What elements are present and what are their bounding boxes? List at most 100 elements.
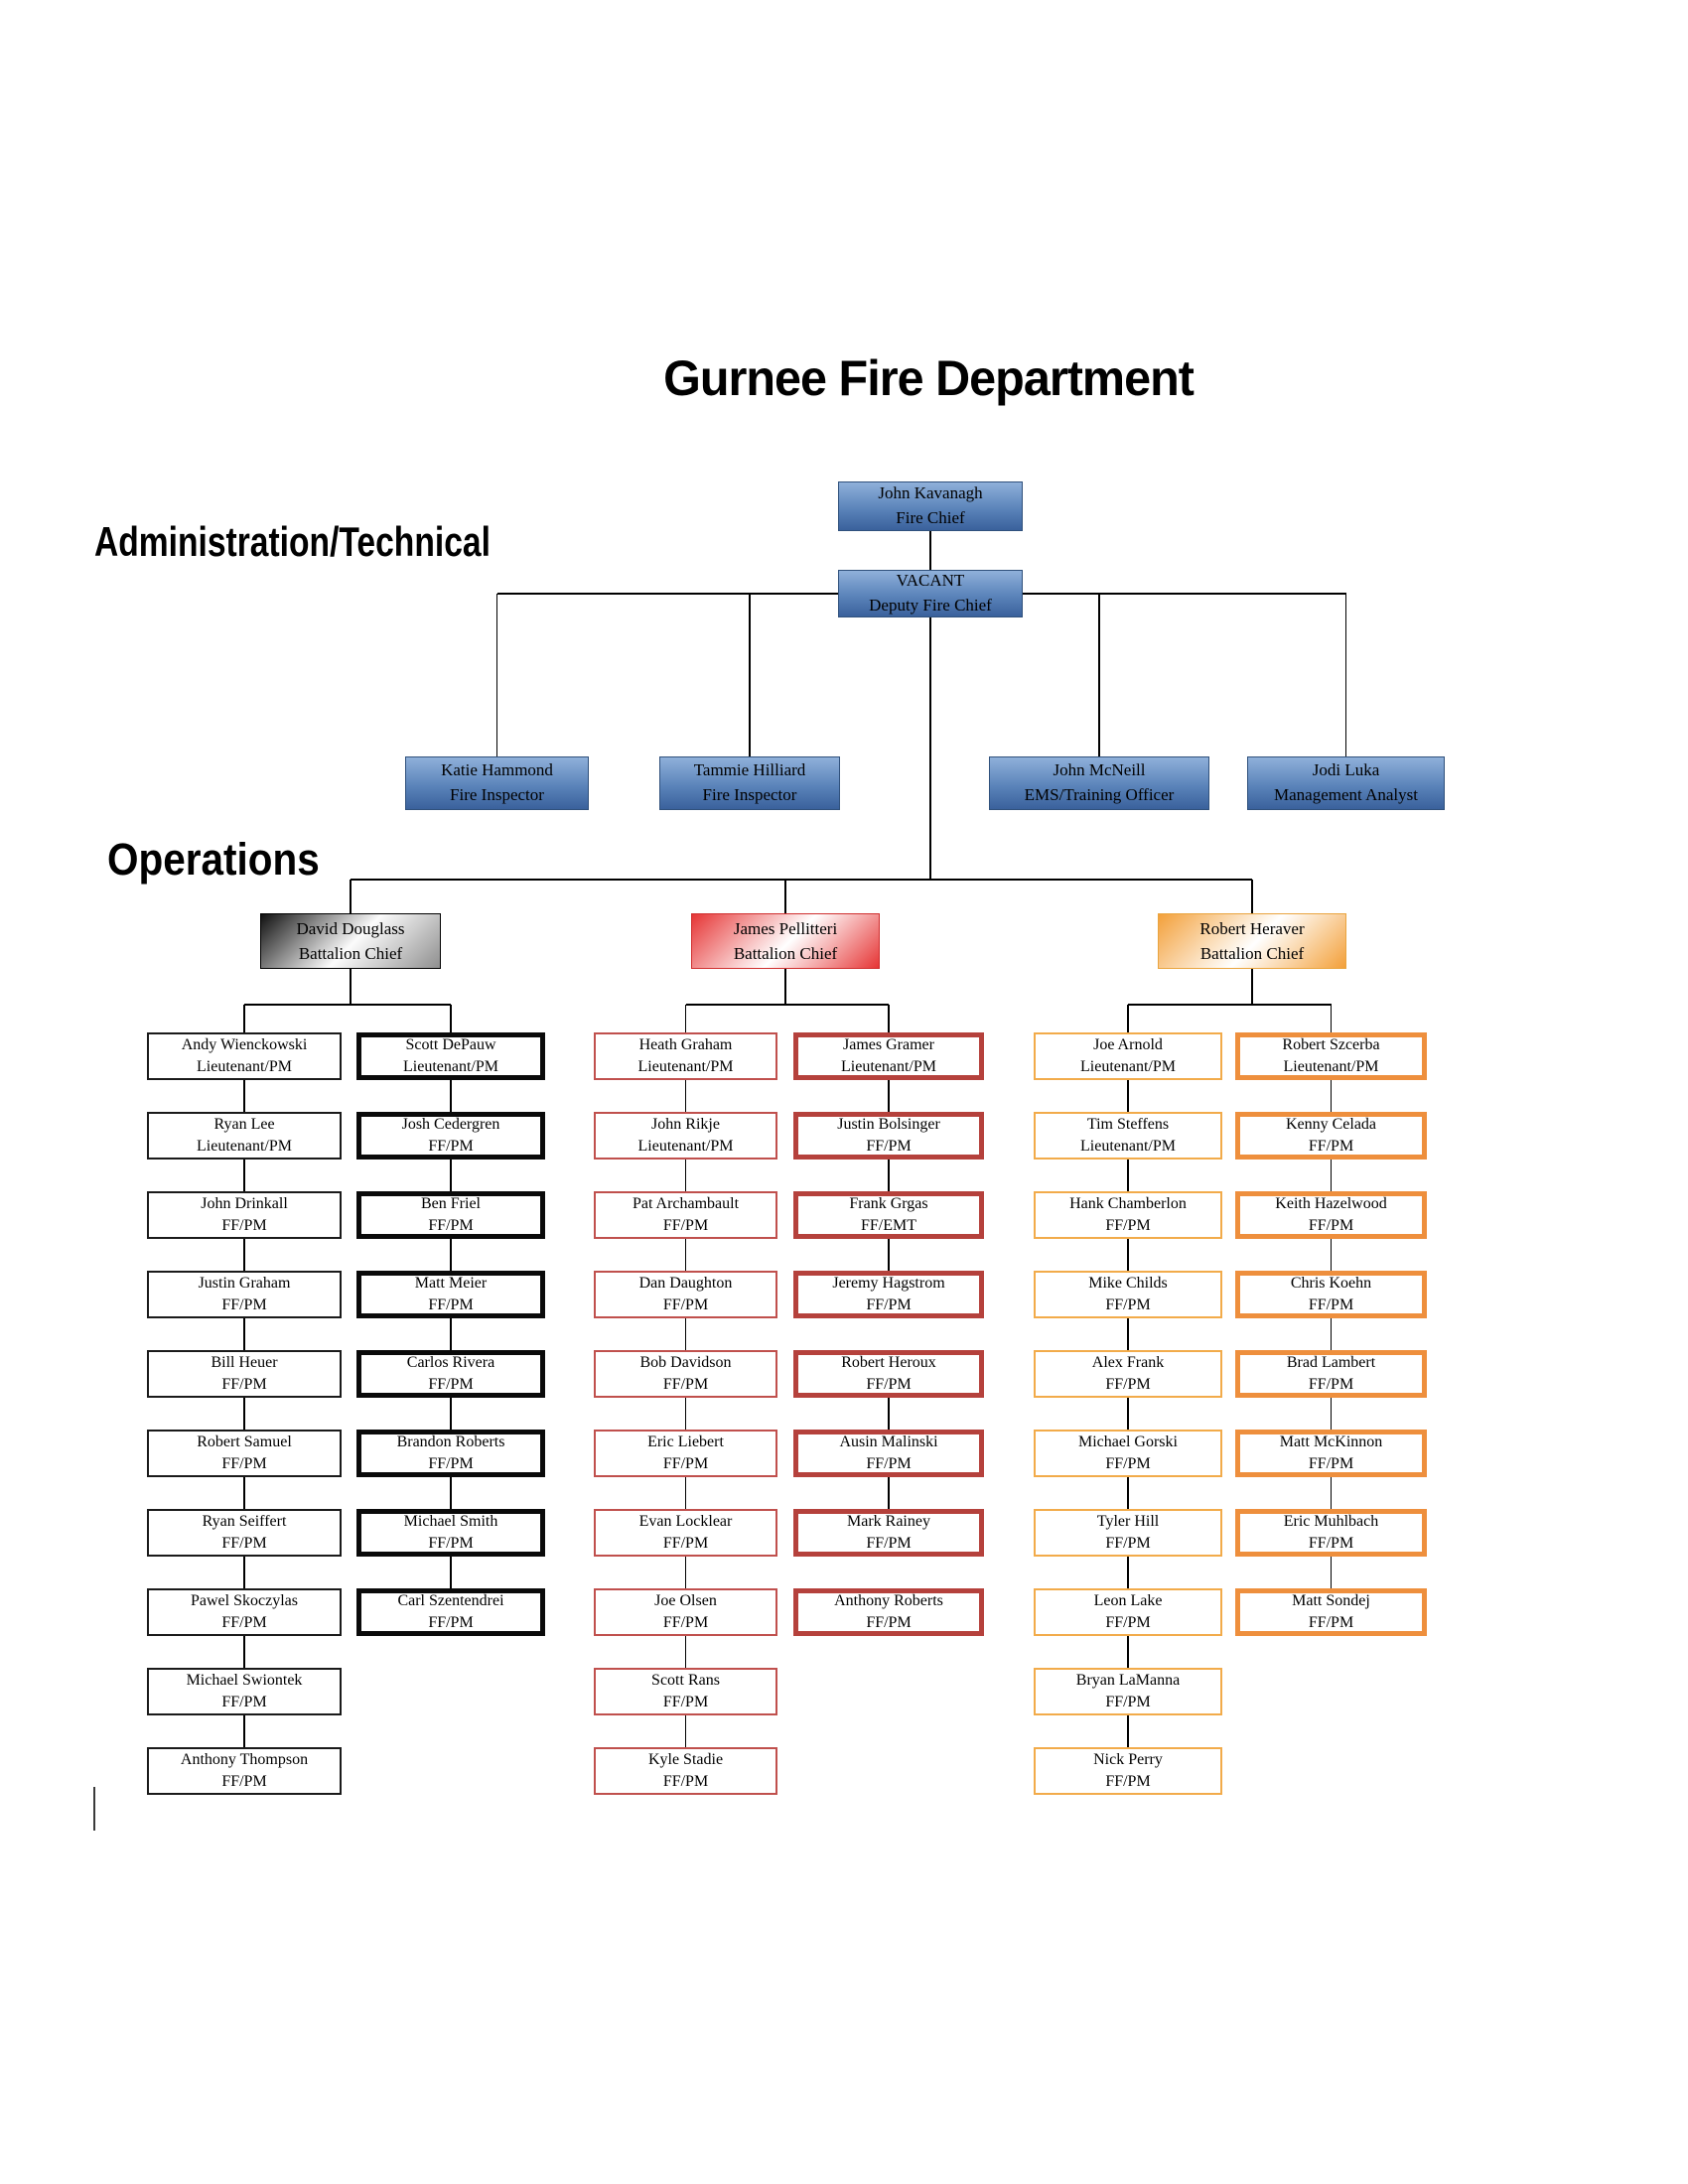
person-name: Michael Swiontek (186, 1671, 303, 1689)
connector-line (350, 880, 352, 913)
connector-line (450, 1239, 452, 1271)
person-name: Frank Grgas (849, 1194, 928, 1212)
connector-line (1330, 1160, 1333, 1191)
person-name: Jodi Luka (1312, 760, 1380, 780)
person-role: Battalion Chief (733, 944, 838, 963)
person-name: Bill Heuer (211, 1353, 278, 1371)
connector-line (784, 880, 786, 913)
person-role: Lieutenant/PM (637, 1058, 734, 1075)
person-name: Robert Samuel (197, 1433, 292, 1450)
person-role: FF/PM (221, 1535, 267, 1552)
person-name: Brad Lambert (1286, 1353, 1376, 1371)
connector-line (888, 1005, 890, 1032)
person-role: FF/PM (221, 1614, 267, 1631)
connector-line (1344, 594, 1347, 756)
person-role: FF/EMT (860, 1217, 916, 1234)
person-name: Matt McKinnon (1279, 1433, 1383, 1450)
connector-line (351, 879, 1252, 881)
person-role: Lieutenant/PM (197, 1138, 292, 1155)
connector-line (1127, 1160, 1129, 1191)
connector-line (1330, 1318, 1333, 1350)
connector-line (684, 1318, 687, 1350)
connector-line (684, 1160, 687, 1191)
connector-line (450, 1005, 452, 1032)
person-name: Tim Steffens (1086, 1115, 1170, 1133)
person-role: Lieutenant/PM (197, 1058, 292, 1075)
connector-line (888, 1080, 890, 1112)
page-title: Gurnee Fire Department (663, 350, 1195, 406)
connector-line (1127, 1239, 1129, 1271)
person-name: Dan Daughton (638, 1274, 733, 1292)
person-role: FF/PM (662, 1297, 709, 1313)
connector-line (450, 1160, 452, 1191)
connector-line (243, 1477, 245, 1509)
person-role: FF/PM (1308, 1535, 1354, 1552)
person-role: FF/PM (221, 1297, 267, 1313)
connector-line (888, 1398, 890, 1430)
person-role: Battalion Chief (1199, 944, 1305, 963)
person-name: Keith Hazelwood (1275, 1194, 1387, 1212)
person-name: Eric Muhlbach (1283, 1512, 1379, 1530)
person-role: EMS/Training Officer (1024, 785, 1175, 804)
person-role: FF/PM (221, 1455, 267, 1472)
person-name: James Pellitteri (733, 918, 838, 938)
person-role: FF/PM (1308, 1614, 1354, 1631)
person-role: FF/PM (662, 1376, 709, 1393)
person-name: John Kavanagh (878, 483, 983, 503)
person-role: Lieutenant/PM (1080, 1058, 1176, 1075)
person-name: Josh Cedergren (401, 1115, 500, 1133)
connector-line (1127, 1080, 1129, 1112)
connector-line (1127, 1715, 1129, 1747)
person-role: Management Analyst (1274, 785, 1418, 804)
person-name: Ryan Lee (213, 1115, 275, 1133)
person-name: Pawel Skoczylas (191, 1591, 298, 1609)
person-name: Robert Heraver (1199, 918, 1305, 938)
person-name: James Gramer (843, 1035, 934, 1053)
person-role: FF/PM (1105, 1614, 1151, 1631)
person-role: FF/PM (221, 1217, 267, 1234)
person-role: Lieutenant/PM (1283, 1058, 1379, 1075)
connector-line (749, 594, 751, 756)
connector-line (1330, 1239, 1333, 1271)
person-role: Lieutenant/PM (637, 1138, 734, 1155)
connector-line (1330, 1557, 1333, 1588)
person-role: Lieutenant/PM (403, 1058, 498, 1075)
connector-line (450, 1398, 452, 1430)
stray-cursor-mark (93, 1787, 95, 1831)
person-name: Nick Perry (1093, 1750, 1163, 1768)
person-role: FF/PM (1105, 1694, 1151, 1710)
person-name: Joe Olsen (654, 1591, 717, 1609)
person-role: FF/PM (221, 1694, 267, 1710)
person-name: Robert Szcerba (1282, 1035, 1380, 1053)
person-role: FF/PM (1105, 1455, 1151, 1472)
person-name: Jeremy Hagstrom (832, 1274, 945, 1292)
connector-line (684, 1477, 687, 1509)
connector-line (1098, 594, 1100, 756)
org-box-deputy-fire-chief: VACANT Deputy Fire Chief (838, 570, 1023, 617)
connector-line (1128, 1004, 1332, 1006)
person-name: Matt Sondej (1292, 1591, 1370, 1609)
connector-line (450, 1557, 452, 1588)
person-role: FF/PM (662, 1535, 709, 1552)
person-role: FF/PM (866, 1455, 912, 1472)
person-name: Anthony Roberts (834, 1591, 943, 1609)
person-name: Matt Meier (414, 1274, 488, 1292)
person-role: FF/PM (1105, 1535, 1151, 1552)
